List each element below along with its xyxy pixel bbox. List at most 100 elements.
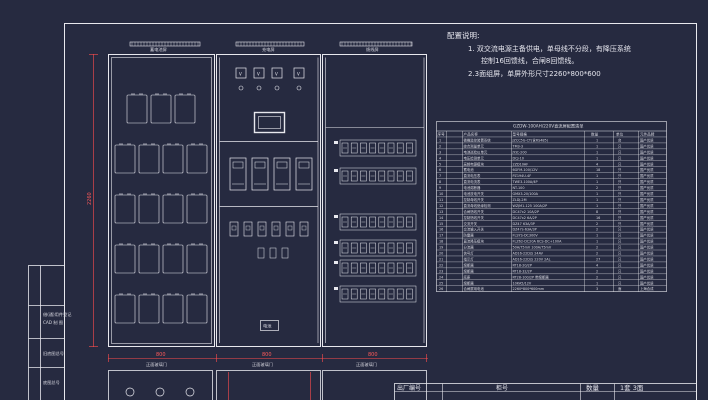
feeder-breaker <box>350 288 358 300</box>
ac-switch-lever <box>287 225 293 231</box>
table-cell: 只 <box>618 281 622 285</box>
table-cell: 电池巡检仪单元 <box>464 149 488 154</box>
table-cell: 指示灯 <box>464 256 475 261</box>
feeder-breaker <box>406 216 413 228</box>
config-notes: 配置说明: 1. 双交流电源主备供电，单母线不分段，有降压系统 控制16回馈线，… <box>447 30 631 78</box>
table-cell: 国产优质 <box>640 137 654 142</box>
table-cell: 防雷器 <box>464 233 475 238</box>
table-cell: 只 <box>618 240 622 244</box>
config-heading: 配置说明: <box>447 30 480 40</box>
rectifier-modules <box>229 157 313 191</box>
feeder-breaker <box>369 262 376 274</box>
table-cell: 国产优质 <box>640 143 654 148</box>
table-cell: NT-100 <box>513 186 525 190</box>
table-cell: 电池熔断器 <box>464 185 482 190</box>
battery-cell <box>114 244 136 274</box>
battery-cabinet <box>108 54 215 347</box>
feeder-breaker <box>341 288 349 300</box>
table-cell: 国产优质 <box>640 268 654 273</box>
ac-switch <box>299 221 309 237</box>
title-sheet-count: 1套 3面 <box>620 383 644 392</box>
table-cell: GMX3-20/100A <box>513 192 539 196</box>
breaker-row-frame <box>339 259 417 277</box>
table-cell: 国产优质 <box>640 227 654 232</box>
title-block-label-1: CAD 制 图 <box>43 319 63 326</box>
config-line-1: 1. 双交流电源主备供电，单母线不分段，有降压系统 <box>468 44 631 53</box>
drawing-border <box>64 23 697 400</box>
feeder-breaker <box>406 170 413 182</box>
battery-cell <box>114 144 136 174</box>
rectifier-module <box>295 157 313 191</box>
table-cell: 国产优质 <box>640 221 654 226</box>
dim-width-1: 800 <box>156 352 166 358</box>
dim-height: 2260 <box>87 192 93 205</box>
panel-label-feeder: 馈线屏 <box>366 46 379 53</box>
table-cell: 直流母线绝缘检测 <box>464 203 492 208</box>
table-cell: 直流降压模块 <box>464 239 485 244</box>
table-cell: 只 <box>618 144 622 148</box>
table-header-cell: 产品名称 <box>464 132 479 137</box>
table-cell: 国产优质 <box>640 173 654 178</box>
door-label-1: 正面玻璃门 <box>146 361 167 368</box>
ac-switch-lever <box>259 225 265 231</box>
ac-switch-lever <box>231 225 237 231</box>
battery-cell <box>138 194 160 224</box>
table-cell: AD16-22D/S 24AV <box>513 252 544 256</box>
feeder-breaker <box>350 242 358 254</box>
table-cell: 24 <box>439 275 443 279</box>
indicator-lamp <box>296 85 302 91</box>
ac-switch-lever <box>245 225 251 231</box>
table-cell: 1 <box>596 180 598 184</box>
door-label-2: 正面玻璃门 <box>252 361 273 368</box>
feeder-breaker <box>350 142 358 154</box>
ac-switch <box>271 221 281 237</box>
table-cell: 只 <box>618 210 622 214</box>
ac-switch <box>285 221 295 237</box>
table-cell: RT28-100/2P 带熔断器 <box>513 274 550 279</box>
battery-cell <box>162 294 184 324</box>
feeder-breaker <box>387 262 395 274</box>
ac-switch <box>257 221 267 237</box>
row-tag <box>334 287 338 290</box>
table-cell: 只 <box>618 246 622 250</box>
table-cell: 26 <box>439 287 443 291</box>
meter-gauge <box>235 67 247 79</box>
table-cell: 2 <box>439 144 441 148</box>
table-cell: 国产优质 <box>640 215 654 220</box>
table-cell: 18 <box>596 168 600 172</box>
battery-module-box <box>260 320 279 331</box>
battery-cell <box>162 194 184 224</box>
table-cell: 2 <box>596 252 598 256</box>
table-cell: 11 <box>439 198 443 202</box>
table-cell: 交流输入开关 <box>464 227 485 232</box>
table-cell: AD16-22D/S 220V 2AL <box>513 257 551 261</box>
breaker-row-frame <box>339 239 417 257</box>
table-cell: 高频电源模块 <box>464 161 485 166</box>
feeder-breaker-rows <box>334 139 417 303</box>
table-cell: 只 <box>618 263 622 267</box>
feeder-breaker <box>341 170 349 182</box>
table-cell: 12 <box>439 204 443 208</box>
table-cell: 交流开关 <box>464 221 478 226</box>
table-cell: 15 <box>439 222 443 226</box>
table-cell: 熔断器 <box>464 280 475 285</box>
bottom-title-block: 出厂编号 柜号 数量 1套 3面 <box>394 383 697 400</box>
table-cell: WZJM1-125 100A/2P <box>513 204 548 208</box>
table-cell: 国产优质 <box>640 149 654 154</box>
ac-switch <box>229 221 239 237</box>
table-cell: 微機监控装置系统 <box>464 137 492 142</box>
table-cell: 台 <box>618 137 622 142</box>
table-cell: RT18-32/2P <box>513 269 532 273</box>
left-title-block: 借(通)用件登记 CAD 制 图 旧底图总号 底图总号 <box>28 265 72 400</box>
table-cell: 国产优质 <box>640 239 654 244</box>
panel-label-battery: 蓄电池屏 <box>150 46 167 53</box>
table-cell: 只 <box>618 186 622 190</box>
table-cell: 17 <box>439 234 443 238</box>
table-cell: 电压检测单元 <box>464 155 485 160</box>
table-cell: 只 <box>618 252 622 256</box>
battery-cell <box>162 144 184 174</box>
table-cell: 4 <box>596 162 598 166</box>
feeder-breaker <box>360 262 367 274</box>
table-cell: 国产优质 <box>640 191 654 196</box>
